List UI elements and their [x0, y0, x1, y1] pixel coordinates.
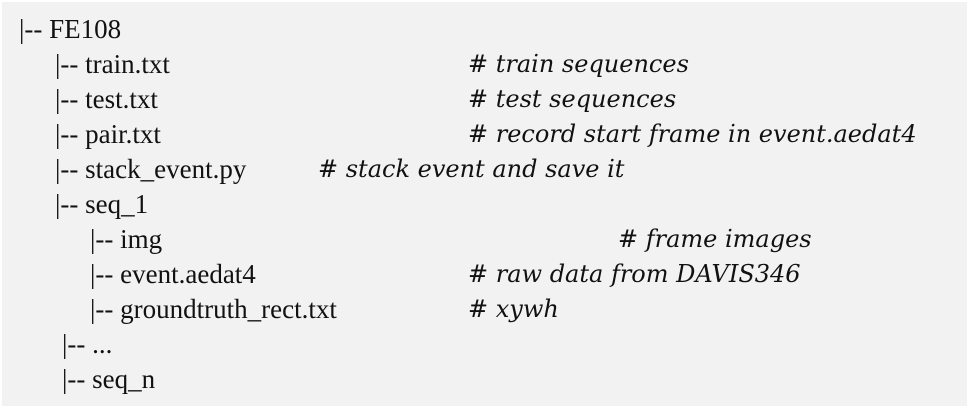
- tree-item-seq-n: |-- seq_n: [62, 364, 156, 394]
- comment-stack-event-py: # stack event and save it: [318, 155, 625, 183]
- tree-item-stack-event-py: |-- stack_event.py: [55, 154, 247, 184]
- directory-tree-panel: |-- FE108 |-- train.txt # train sequence…: [2, 2, 967, 406]
- tree-item-groundtruth-rect-txt: |-- groundtruth_rect.txt: [90, 294, 337, 324]
- tree-item-train-txt: |-- train.txt: [55, 49, 170, 79]
- tree-item-event-aedat4: |-- event.aedat4: [90, 259, 256, 289]
- comment-test-txt: # test sequences: [468, 85, 677, 113]
- tree-item-test-txt: |-- test.txt: [55, 84, 158, 114]
- comment-groundtruth-rect-txt: # xywh: [468, 295, 559, 323]
- comment-event-aedat4: # raw data from DAVIS346: [468, 260, 801, 288]
- comment-pair-txt: # record start frame in event.aedat4: [468, 120, 917, 148]
- tree-root-fe108: |-- FE108: [19, 14, 122, 44]
- tree-item-pair-txt: |-- pair.txt: [55, 119, 161, 149]
- tree-item-img: |-- img: [90, 224, 163, 254]
- comment-train-txt: # train sequences: [468, 50, 689, 78]
- tree-item-seq-1: |-- seq_1: [55, 189, 149, 219]
- tree-item-ellipsis: |-- ...: [62, 329, 113, 359]
- comment-img: # frame images: [618, 225, 812, 253]
